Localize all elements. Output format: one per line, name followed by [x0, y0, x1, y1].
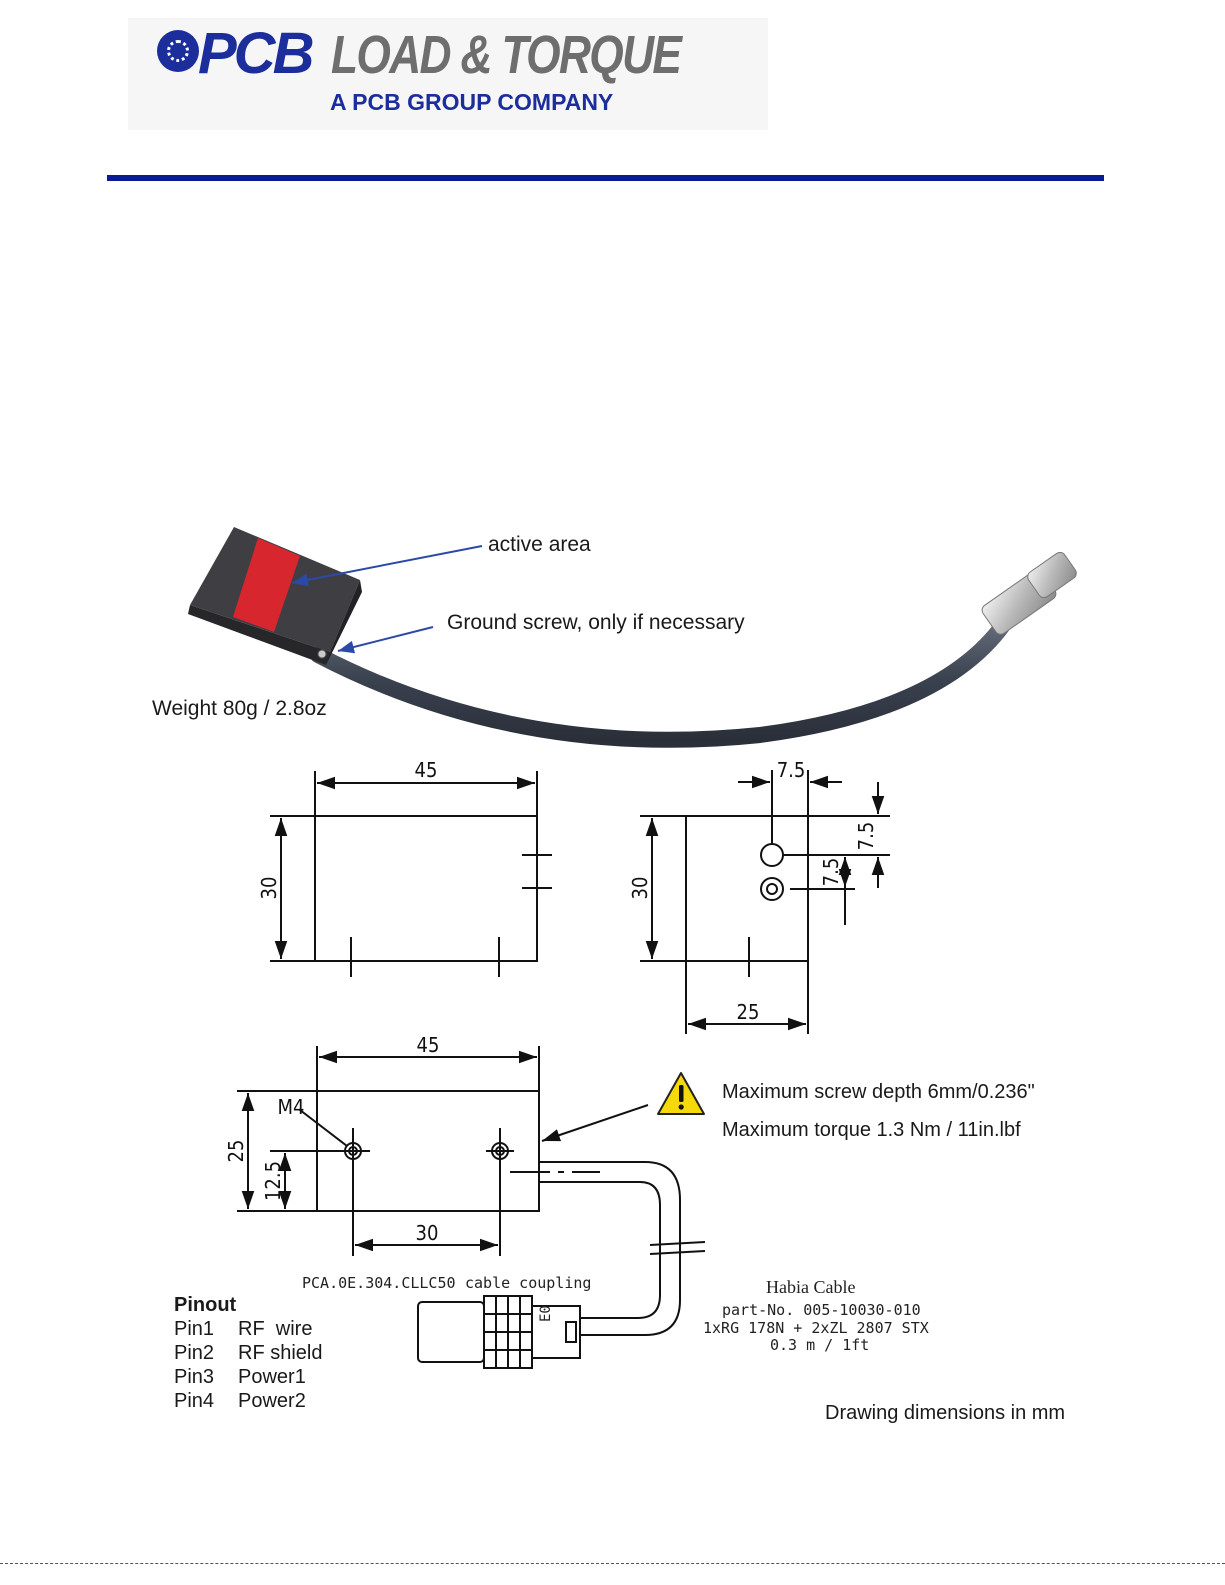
- connector-marking: E0: [538, 1305, 554, 1322]
- pin-id: Pin3: [174, 1366, 215, 1388]
- pin-id: Pin1: [174, 1318, 215, 1340]
- pin-signal: RF wire: [238, 1318, 313, 1340]
- max-torque: Maximum torque 1.3 Nm / 11in.lbf: [722, 1119, 1021, 1141]
- cable-part-number: part-No. 005-10030-010: [722, 1301, 921, 1319]
- pin-id: Pin2: [174, 1342, 215, 1364]
- pin-signal: RF shield: [238, 1342, 323, 1364]
- cable-length: 0.3 m / 1ft: [770, 1336, 870, 1354]
- logo-background: [128, 18, 768, 130]
- pinout-title: Pinout: [174, 1294, 237, 1316]
- dim-width-bottom: 45: [417, 1033, 440, 1057]
- pcb-logo-icon: [157, 30, 199, 72]
- view-top-right: [640, 770, 890, 1034]
- active-area-stripe: [233, 538, 300, 632]
- dim-height-bottom: 25: [224, 1140, 248, 1163]
- footer-divider: [0, 1563, 1225, 1564]
- dim-depth-side: 25: [737, 1000, 760, 1024]
- pinout-row: Pin3 Power1: [174, 1365, 322, 1389]
- dim-height-top: 30: [257, 877, 281, 900]
- dim-width-top: 45: [415, 758, 438, 782]
- connector-label: cable coupling: [465, 1274, 592, 1292]
- dim-hole-spacing: 7.5: [819, 858, 843, 887]
- logo-tagline: A PCB GROUP COMPANY: [330, 89, 614, 115]
- dim-hole-offset-x: 7.5: [777, 758, 806, 782]
- warning-icon: [657, 1072, 705, 1115]
- dimension-labels: 45 30 7.5 7.5 7.5 30 25 45 25 12.5 30 M4: [224, 758, 878, 1245]
- pin-id: Pin4: [174, 1390, 215, 1412]
- pin-signal: Power2: [238, 1390, 306, 1412]
- logo-division: LOAD & TORQUE: [331, 25, 682, 85]
- view-top-left: [270, 771, 552, 977]
- weight-label: Weight 80g / 2.8oz: [152, 697, 327, 720]
- view-bottom: [237, 1046, 706, 1369]
- pinout-row: Pin2 RF shield: [174, 1341, 322, 1365]
- pin-signal: Power1: [238, 1366, 306, 1388]
- pinout-row: Pin4 Power2: [174, 1389, 322, 1413]
- cable-coupling-drawing: [417, 1295, 581, 1369]
- connector-photo: [981, 551, 1077, 635]
- dim-hole-pitch: 30: [416, 1221, 439, 1245]
- thread-label: M4: [278, 1095, 305, 1119]
- dim-hole-offset-y: 7.5: [854, 822, 878, 851]
- cable-spec: 1xRG 178N + 2xZL 2807 STX: [703, 1319, 929, 1337]
- pinout-row: Pin1 RF wire: [174, 1317, 322, 1341]
- connector-part-number: PCA.0E.304.CLLC50: [302, 1274, 456, 1292]
- sensor-photo: [188, 527, 1077, 748]
- max-screw-depth: Maximum screw depth 6mm/0.236": [722, 1081, 1035, 1103]
- units-note: Drawing dimensions in mm: [825, 1402, 1066, 1424]
- ground-screw-icon: [317, 649, 327, 659]
- header-divider: [107, 175, 1104, 181]
- logo-brand: PCB: [198, 21, 314, 86]
- active-area-label: active area: [488, 533, 591, 556]
- dim-height-side: 30: [628, 877, 652, 900]
- ground-screw-label: Ground screw, only if necessary: [447, 611, 745, 634]
- dim-hole-height: 12.5: [261, 1161, 285, 1201]
- cable-name: Habia Cable: [766, 1277, 856, 1297]
